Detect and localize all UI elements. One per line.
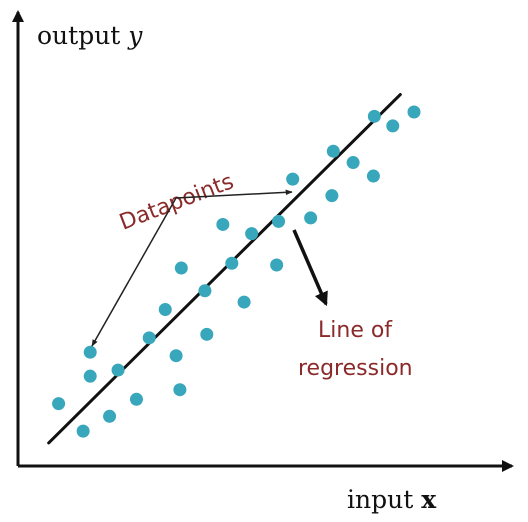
regression-label-line-2: regression bbox=[298, 356, 413, 381]
datapoint-19 bbox=[270, 258, 284, 272]
datapoint-22 bbox=[304, 211, 318, 225]
datapoints-arrow-upper bbox=[175, 189, 293, 199]
datapoint-12 bbox=[174, 261, 188, 275]
x-axis-title-text: input bbox=[347, 485, 421, 514]
datapoint-10 bbox=[169, 349, 183, 363]
datapoint-5 bbox=[103, 409, 117, 423]
regression-line bbox=[47, 93, 402, 445]
datapoint-29 bbox=[407, 105, 421, 119]
datapoint-13 bbox=[198, 284, 212, 298]
datapoint-20 bbox=[272, 214, 286, 228]
datapoint-9 bbox=[158, 302, 172, 316]
datapoint-4 bbox=[83, 345, 97, 359]
x-axis-title: input x bbox=[347, 485, 437, 514]
datapoint-11 bbox=[173, 383, 187, 397]
y-axis-title-text: output bbox=[37, 21, 128, 50]
datapoint-18 bbox=[245, 227, 259, 241]
datapoints-arrow-lower bbox=[91, 197, 177, 347]
datapoint-17 bbox=[237, 295, 251, 309]
datapoint-3 bbox=[83, 369, 97, 383]
regression-label-line-1: Line of bbox=[318, 318, 393, 343]
datapoint-23 bbox=[325, 189, 339, 203]
datapoint-1 bbox=[52, 397, 66, 411]
datapoint-25 bbox=[346, 156, 360, 170]
regression-label-arrow bbox=[292, 229, 328, 307]
datapoint-21 bbox=[286, 172, 300, 186]
datapoint-2 bbox=[76, 424, 90, 438]
datapoint-28 bbox=[386, 119, 400, 133]
datapoints-group bbox=[52, 105, 421, 438]
datapoint-14 bbox=[200, 327, 214, 341]
datapoint-26 bbox=[366, 169, 380, 183]
datapoint-7 bbox=[129, 392, 143, 406]
y-axis-title-variable: y bbox=[127, 21, 143, 50]
datapoint-8 bbox=[142, 331, 156, 345]
y-axis-title: output y bbox=[37, 21, 143, 50]
datapoint-27 bbox=[367, 109, 381, 123]
x-axis-title-variable: x bbox=[421, 485, 437, 514]
datapoint-6 bbox=[111, 363, 125, 377]
datapoint-16 bbox=[225, 256, 239, 270]
datapoint-24 bbox=[326, 144, 340, 158]
datapoint-15 bbox=[216, 217, 230, 231]
